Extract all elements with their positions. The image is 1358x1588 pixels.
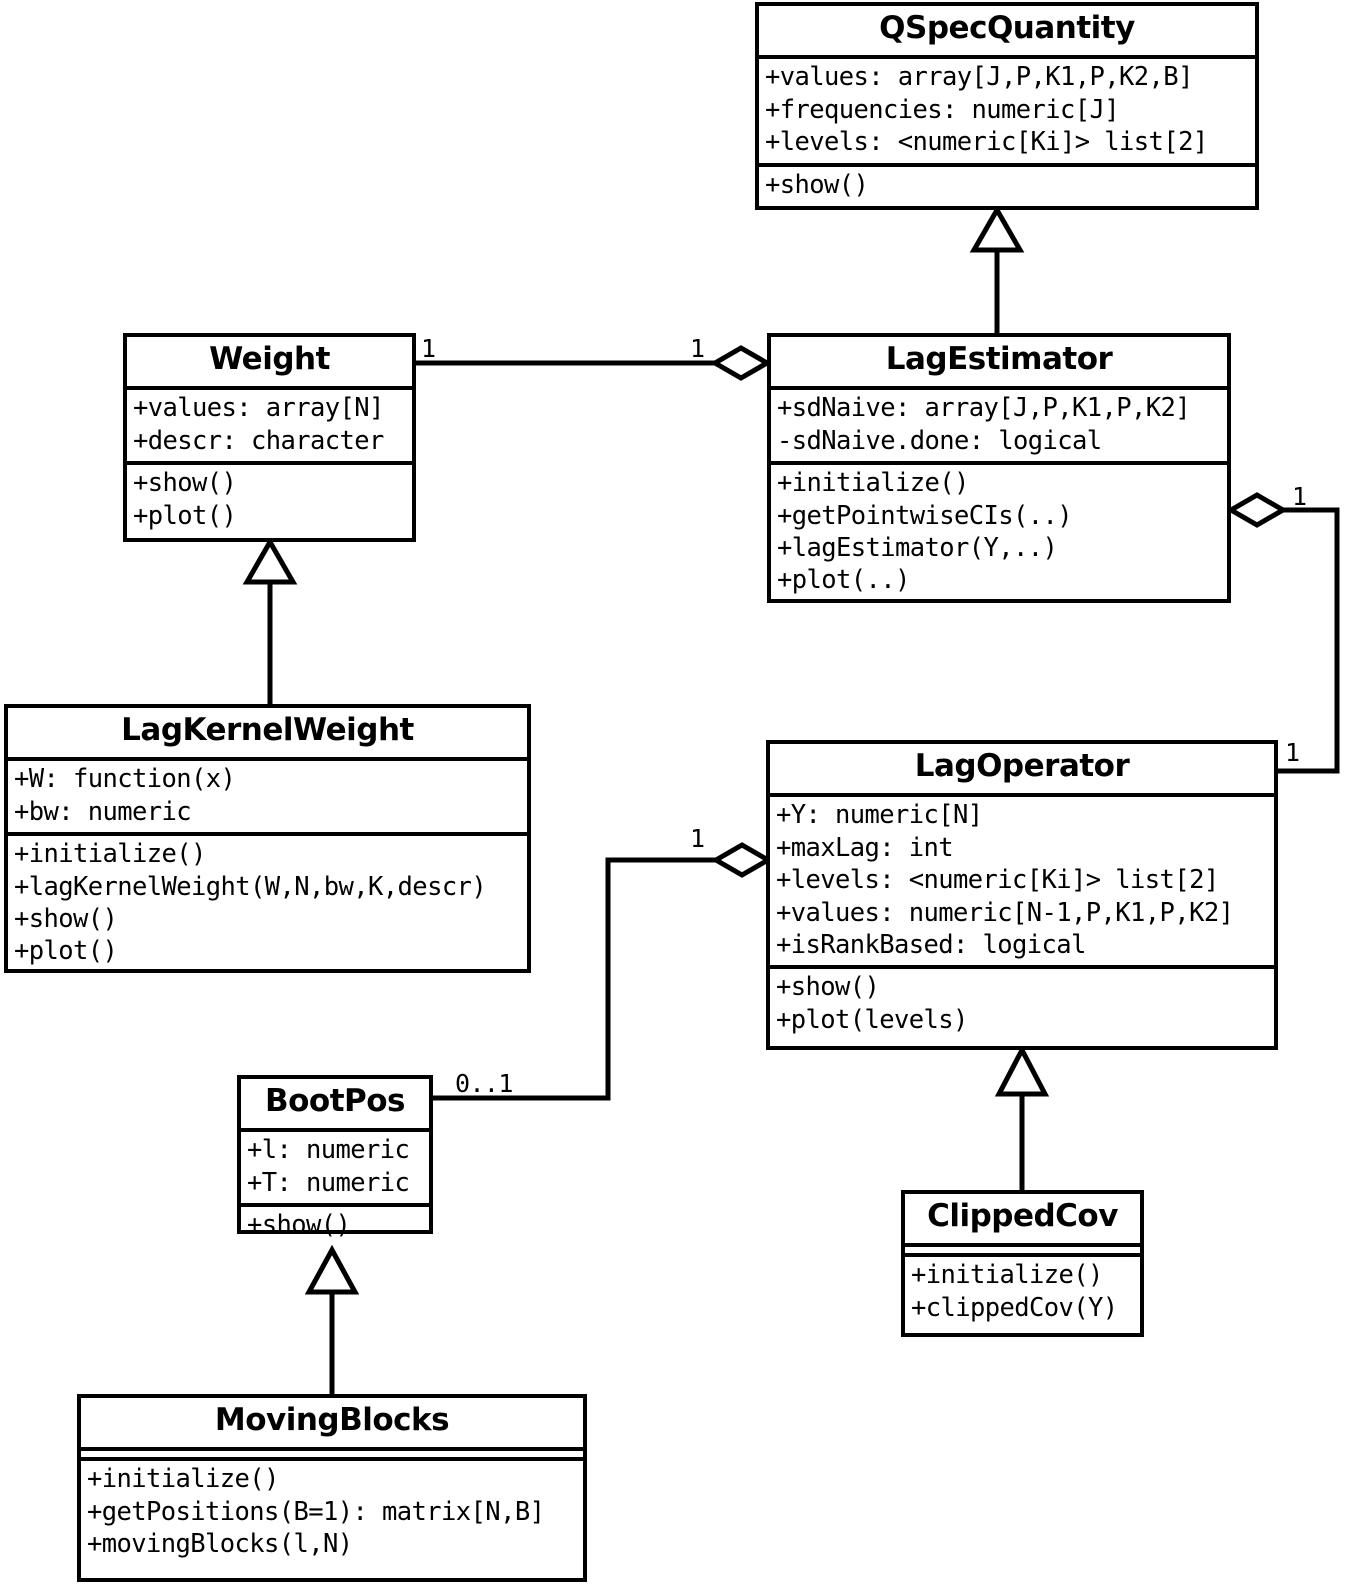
- attribute-row: +maxLag: int: [776, 832, 954, 863]
- attribute-row: +values: numeric[N-1,P,K1,P,K2]: [776, 897, 1234, 928]
- class-attributes-qspecquantity: +values: array[J,P,K1,P,K2,B] +frequenci…: [759, 55, 1255, 162]
- class-attributes-weight: +values: array[N] +descr: character: [127, 386, 412, 461]
- class-methods-lagkernelweight: +initialize() +lagKernelWeight(W,N,bw,K,…: [8, 832, 527, 972]
- method-row: +movingBlocks(l,N): [87, 1529, 353, 1560]
- class-attributes-lagoperator: +Y: numeric[N] +maxLag: int +levels: <nu…: [770, 793, 1274, 965]
- attribute-row: +descr: character: [133, 425, 384, 456]
- aggregation-weight-lagestimator: [416, 345, 773, 381]
- class-title-bootpos: BootPos: [264, 1083, 406, 1119]
- class-title-lagestimator: LagEstimator: [885, 341, 1113, 377]
- attribute-row: +levels: <numeric[Ki]> list[2]: [765, 127, 1208, 158]
- class-methods-lagestimator: +initialize() +getPointwiseCIs(..) +lagE…: [771, 461, 1227, 601]
- class-methods-movingblocks: +initialize() +getPositions(B=1): matrix…: [81, 1457, 583, 1564]
- class-attributes-clippedcov: [905, 1243, 1140, 1253]
- method-row: +lagKernelWeight(W,N,bw,K,descr): [14, 871, 487, 902]
- method-row: +plot(): [14, 936, 118, 967]
- method-row: +initialize(): [87, 1464, 279, 1495]
- method-row: +initialize(): [777, 468, 969, 499]
- method-row: +lagEstimator(Y,..): [777, 532, 1058, 563]
- class-title-lagoperator: LagOperator: [914, 748, 1130, 784]
- class-methods-lagoperator: +show() +plot(levels): [770, 965, 1274, 1040]
- method-row: +show(): [247, 1210, 351, 1241]
- attribute-row: +levels: <numeric[Ki]> list[2]: [776, 865, 1219, 896]
- class-title-weight: Weight: [209, 341, 330, 377]
- attribute-row: +sdNaive: array[J,P,K1,P,K2]: [777, 393, 1191, 424]
- class-box-lagoperator[interactable]: LagOperator +Y: numeric[N] +maxLag: int …: [766, 740, 1278, 1050]
- class-methods-qspecquantity: +show(): [759, 162, 1255, 205]
- attribute-row: +bw: numeric: [14, 796, 192, 827]
- class-box-lagestimator[interactable]: LagEstimator +sdNaive: array[J,P,K1,P,K2…: [767, 333, 1231, 603]
- attribute-row: +l: numeric: [247, 1135, 410, 1166]
- method-row: +getPositions(B=1): matrix[N,B]: [87, 1496, 545, 1527]
- attribute-row: +Y: numeric[N]: [776, 800, 983, 831]
- class-methods-bootpos: +show(): [241, 1203, 429, 1245]
- class-box-lagkernelweight[interactable]: LagKernelWeight +W: function(x) +bw: num…: [4, 704, 531, 973]
- class-attributes-movingblocks: [81, 1447, 583, 1457]
- method-row: +getPointwiseCIs(..): [777, 500, 1073, 531]
- method-row: +plot(..): [777, 565, 910, 596]
- generalization-clippedcov-to-lagoperator: [994, 1044, 1050, 1201]
- class-box-movingblocks[interactable]: MovingBlocks +initialize() +getPositions…: [77, 1394, 587, 1582]
- attribute-row: -sdNaive.done: logical: [777, 425, 1102, 456]
- class-attributes-bootpos: +l: numeric +T: numeric: [241, 1128, 429, 1203]
- class-box-bootpos[interactable]: BootPos +l: numeric +T: numeric +show(): [237, 1075, 433, 1240]
- method-row: +plot(levels): [776, 1004, 968, 1035]
- class-title-clippedcov: ClippedCov: [927, 1198, 1118, 1234]
- class-attributes-lagestimator: +sdNaive: array[J,P,K1,P,K2] -sdNaive.do…: [771, 386, 1227, 461]
- multiplicity-bootpos-right: 0..1: [455, 1069, 513, 1098]
- attribute-row: +T: numeric: [247, 1167, 410, 1198]
- multiplicity-lagoperator-right: 1: [1285, 738, 1300, 767]
- class-methods-weight: +show() +plot(): [127, 461, 412, 536]
- attribute-row: +values: array[N]: [133, 393, 384, 424]
- attribute-row: +values: array[J,P,K1,P,K2,B]: [765, 62, 1193, 93]
- multiplicity-lagoperator-left: 1: [690, 824, 705, 853]
- generalization-lagkernelweight-to-weight: [242, 536, 298, 704]
- class-methods-clippedcov: +initialize() +clippedCov(Y): [905, 1253, 1140, 1328]
- attribute-row: +W: function(x): [14, 764, 236, 795]
- generalization-lagestimator-to-qspecquantity: [969, 204, 1025, 333]
- class-box-weight[interactable]: Weight +values: array[N] +descr: charact…: [123, 333, 416, 542]
- method-row: +initialize(): [911, 1260, 1103, 1291]
- class-box-clippedcov[interactable]: ClippedCov +initialize() +clippedCov(Y): [901, 1190, 1144, 1337]
- class-box-qspecquantity[interactable]: QSpecQuantity +values: array[J,P,K1,P,K2…: [755, 2, 1259, 210]
- class-title-qspecquantity: QSpecQuantity: [879, 10, 1135, 46]
- multiplicity-weight-right: 1: [421, 334, 436, 363]
- aggregation-lagestimator-lagoperator: [1225, 492, 1340, 774]
- method-row: +show(): [14, 903, 118, 934]
- class-title-lagkernelweight: LagKernelWeight: [121, 712, 414, 748]
- class-title-movingblocks: MovingBlocks: [214, 1402, 450, 1438]
- method-row: +plot(): [133, 500, 237, 531]
- multiplicity-lagestimator-left: 1: [690, 334, 705, 363]
- attribute-row: +isRankBased: logical: [776, 929, 1086, 960]
- method-row: +show(): [776, 972, 880, 1003]
- method-row: +clippedCov(Y): [911, 1292, 1118, 1323]
- method-row: +initialize(): [14, 839, 206, 870]
- class-attributes-lagkernelweight: +W: function(x) +bw: numeric: [8, 757, 527, 832]
- multiplicity-lagestimator-right: 1: [1292, 482, 1307, 511]
- method-row: +show(): [133, 468, 237, 499]
- method-row: +show(): [765, 169, 869, 200]
- attribute-row: +frequencies: numeric[J]: [765, 94, 1120, 125]
- generalization-movingblocks-to-bootpos: [304, 1244, 360, 1394]
